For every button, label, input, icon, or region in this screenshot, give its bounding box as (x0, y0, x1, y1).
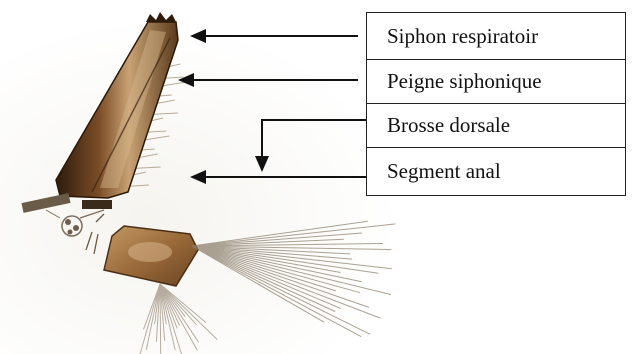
arrow-segment-head (190, 170, 206, 184)
arrow-peigne-head (178, 73, 194, 87)
arrow-siphon-head (190, 29, 206, 43)
arrow-brosse-head (255, 156, 269, 172)
arrow-brosse-line (262, 120, 366, 158)
